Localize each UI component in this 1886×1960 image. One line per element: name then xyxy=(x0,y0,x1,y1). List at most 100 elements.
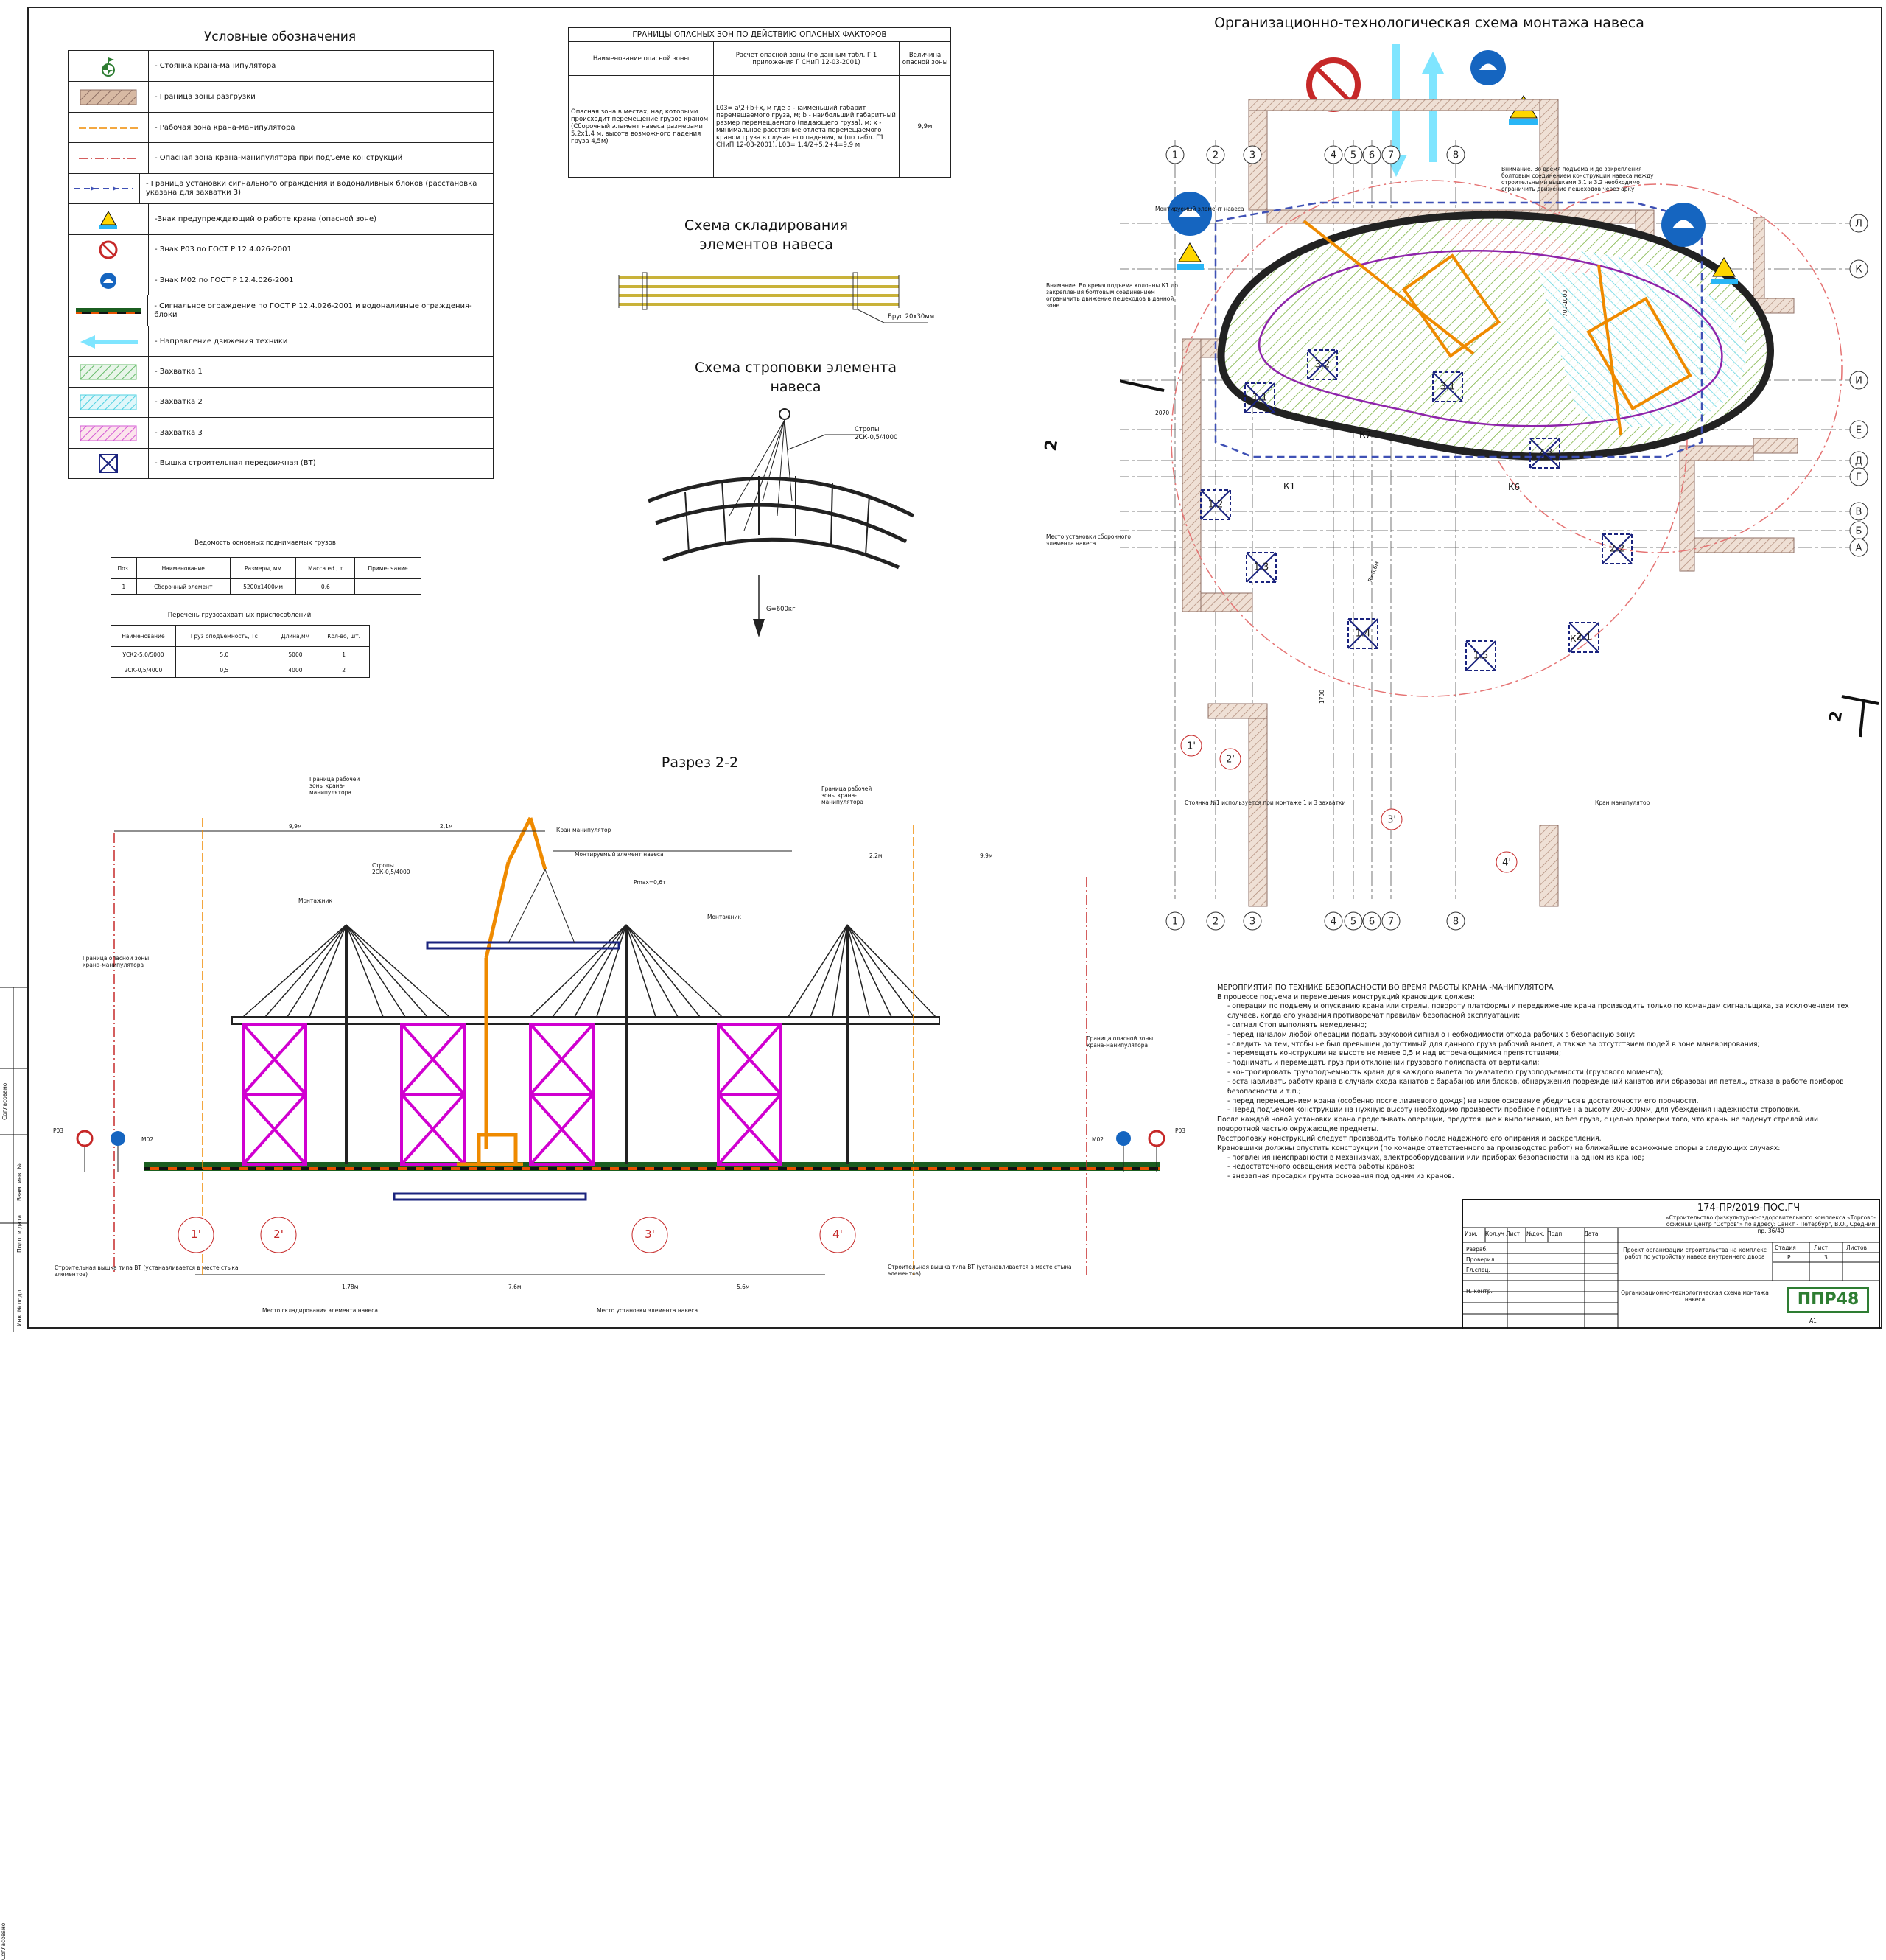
plan-note-right: Внимание. Во время подъема и до закрепле… xyxy=(1501,166,1654,192)
gear-cell: 1 xyxy=(318,646,370,662)
prime-axis-label: 1' xyxy=(1187,741,1196,752)
cyan-arrow-icon xyxy=(69,326,149,357)
plan-note-left: Внимание. Во время подъема колонны К1 до… xyxy=(1046,282,1178,309)
grid-axis-col-label: 4 xyxy=(1331,150,1336,161)
building-walls xyxy=(1182,99,1798,907)
red-dash-dot-line xyxy=(69,143,149,174)
safety-measures: МЕРОПРИЯТИЯ ПО ТЕХНИКЕ БЕЗОПАСНОСТИ ВО В… xyxy=(1217,983,1862,1182)
legend-label: - Знак Р03 по ГОСТ Р 12.4.026-2001 xyxy=(155,245,292,254)
slinging-title-line1: Схема строповки элемента xyxy=(695,360,897,376)
grid-axis-col-label: 7 xyxy=(1388,917,1394,928)
stamp-role xyxy=(1466,1276,1494,1287)
plan-dim-top: 700-1000 xyxy=(1562,290,1568,317)
section-axis-4: 4' xyxy=(832,1228,843,1241)
grid-axis-col-label: 5 xyxy=(1350,150,1356,161)
stamp-stage: Р xyxy=(1787,1254,1791,1261)
slinging-scheme-drawing xyxy=(648,408,915,637)
stamp-col-header: Лист xyxy=(1506,1231,1521,1237)
magenta-hatch xyxy=(69,418,149,449)
column-k1: К1 xyxy=(1283,481,1296,491)
legend-label: - Стоянка крана-манипулятора xyxy=(155,61,276,70)
grid-axis-row-label: К xyxy=(1855,265,1862,276)
section-zone-left-label: Граница опасной зоны крана-манипулятора xyxy=(83,955,150,968)
stamp-role: Гл.спец. xyxy=(1466,1267,1490,1274)
helmet-sign-icon xyxy=(69,265,149,296)
section-work-left-label: Граница рабочей зоны крана-манипулятора xyxy=(309,776,360,796)
prime-axis-label: 3' xyxy=(1387,815,1396,826)
scaffold-tower-label: 3.2 xyxy=(1315,360,1331,371)
grid-axis-row: И xyxy=(1849,371,1868,390)
stamp-project: «Строительство физкультурно-оздоровитель… xyxy=(1666,1214,1876,1234)
scaffold-tower-label: 2.2 xyxy=(1610,544,1625,555)
no-pedestrian-sign-icon xyxy=(69,234,149,265)
stamp-col-header: Подп. xyxy=(1547,1231,1564,1237)
grid-axis-row: В xyxy=(1849,502,1868,521)
legend-row: - Граница установки сигнального огражден… xyxy=(69,172,493,205)
section-storage-place-label: Место складирования элемента навеса xyxy=(262,1307,378,1314)
grid-axis-col-label: 3 xyxy=(1249,150,1255,161)
side-inv: Взам. инв. № xyxy=(16,1163,23,1201)
section-slings-line1: Стропы xyxy=(372,862,394,869)
section-axis-1: 1' xyxy=(191,1228,201,1241)
plan-drawing: 1.11.21.31.41.52.12.22.33.13.2 1С1С11223… xyxy=(1120,44,1879,931)
plan-title: Организационно-технологическая схема мон… xyxy=(1214,15,1644,31)
legend-title: Условные обозначения xyxy=(203,29,357,44)
hazard-zone-calc: L03= a\2+b+x, м где a -наименьший габари… xyxy=(713,75,900,178)
slinging-title-line2: навеса xyxy=(770,378,821,395)
grid-axis-row: А xyxy=(1849,538,1868,557)
side-agreed: Согласовано xyxy=(0,1922,7,1960)
loads-header: Наименование xyxy=(136,557,231,579)
section-installer-right-label: Монтажник xyxy=(707,914,741,920)
grid-axis-col-label: 6 xyxy=(1369,150,1375,161)
scaffold-tower: 2.3 xyxy=(1529,438,1560,469)
section-dim-4: 9,9м xyxy=(980,853,993,859)
legend-row: - Граница зоны разгрузки xyxy=(69,81,493,113)
storage-title-line2: элементов навеса xyxy=(699,236,833,253)
safety-line: - внезапная просадки грунта основания по… xyxy=(1227,1172,1454,1181)
stamp-sheet: 3 xyxy=(1824,1254,1828,1261)
scaffold-tower: 2.1 xyxy=(1568,622,1599,653)
legend-row: -Знак предупреждающий о работе крана (оп… xyxy=(69,203,493,235)
section-m02-right: М02 xyxy=(1092,1136,1104,1143)
grid-axis-col-label: 3 xyxy=(1249,917,1255,928)
title-block: 174-ПР/2019-ПОС.ГЧ «Строительство физкул… xyxy=(1462,1199,1880,1329)
gear-header: Наименование xyxy=(111,625,176,647)
gear-cell: 5,0 xyxy=(175,646,273,662)
grid-axis-col: 6 xyxy=(1362,145,1381,164)
side-agreed-label: Согласовано xyxy=(1,1082,8,1120)
grid-axis-col-label: 2 xyxy=(1213,917,1219,928)
crane-stand-flag-icon xyxy=(69,51,149,82)
safety-line: После каждой новой установки крана проде… xyxy=(1217,1116,1818,1134)
legend-label: - Сигнальное ограждение по ГОСТ Р 12.4.0… xyxy=(154,302,472,320)
storage-title-line1: Схема складирования xyxy=(684,217,849,234)
stamp-code: 174-ПР/2019-ПОС.ГЧ xyxy=(1697,1203,1801,1214)
plan-towers: 1.11.21.31.41.52.12.22.33.13.2 xyxy=(1200,349,1633,671)
grid-axis-col-label: 4 xyxy=(1331,917,1336,928)
signal-fence-line xyxy=(69,295,149,326)
grid-axis-col-label: 7 xyxy=(1388,150,1394,161)
cyan-hatch xyxy=(69,387,149,419)
loads-cell: 0,6 xyxy=(295,578,356,595)
stamp-col-header: №док. xyxy=(1526,1231,1545,1237)
scaffold-tower: 1.3 xyxy=(1246,552,1277,583)
grid-axis-row-label: Б xyxy=(1856,526,1862,537)
grid-axis-row: Е xyxy=(1849,420,1868,439)
section-dim-6: 7,6м xyxy=(508,1284,522,1290)
safety-line: - перемещать конструкции на высоте не ме… xyxy=(1227,1049,1562,1058)
safety-line: - перед началом любой операции подать зв… xyxy=(1227,1030,1636,1039)
safety-line: В процессе подъема и перемещения констру… xyxy=(1217,993,1475,1001)
scaffold-tower: 1.1 xyxy=(1244,382,1275,413)
slinging-load-label: G=600кг xyxy=(766,606,796,613)
legend-row: - Стоянка крана-манипулятора xyxy=(69,51,493,82)
gear-cell: 2СК-0,5/4000 xyxy=(111,662,176,678)
grid-axis-row: Г xyxy=(1849,467,1868,486)
loads-header: Масса ed., т xyxy=(295,557,356,579)
scaffold-tower: 1.2 xyxy=(1200,489,1231,520)
section-installer-left-label: Монтажник xyxy=(298,897,332,904)
grid-axis-col: 2 xyxy=(1206,911,1225,931)
scaffold-tower-label: 2.3 xyxy=(1538,448,1553,459)
scaffold-tower: 2.2 xyxy=(1602,533,1633,564)
section-axis-3: 3' xyxy=(645,1228,655,1241)
